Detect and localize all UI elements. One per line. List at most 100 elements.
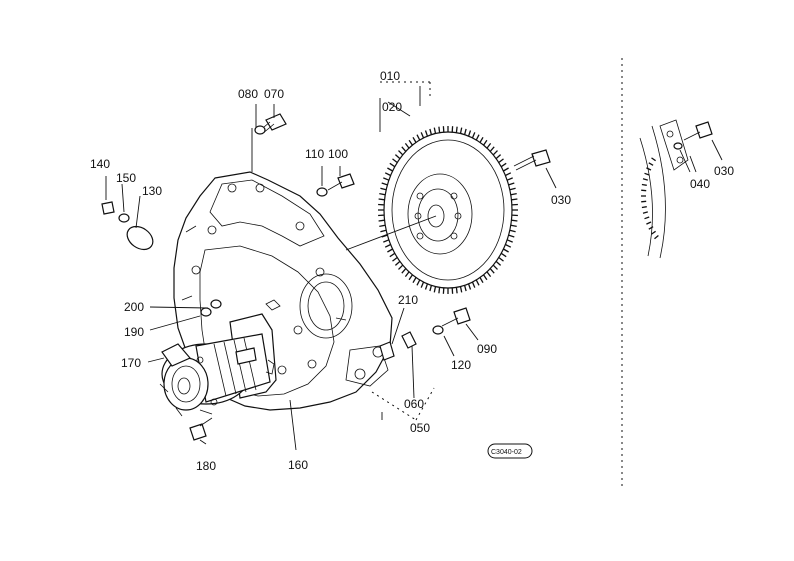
gear-tooth: [505, 243, 512, 248]
gear-tooth: [646, 221, 652, 225]
gear-tooth: [404, 143, 410, 149]
gear-tooth: [392, 158, 398, 164]
gear-tooth: [408, 274, 413, 281]
gear-tooth: [505, 172, 512, 177]
gear-tooth: [467, 130, 472, 137]
gear-tooth: [486, 143, 492, 149]
gear-tooth: [495, 260, 502, 266]
gear-tooth: [506, 239, 513, 243]
gear-tooth: [424, 283, 429, 290]
detail-view-ring-gear: [639, 119, 689, 259]
gear-tooth: [455, 287, 458, 294]
pin-210: [379, 341, 395, 361]
gear-tooth: [511, 219, 518, 222]
gear-tooth: [384, 172, 391, 177]
gear-tooth: [433, 127, 437, 134]
bolt-090: [441, 307, 471, 327]
label-040: 040: [690, 177, 710, 191]
gear-tooth: [479, 277, 484, 284]
nut-190: [200, 307, 212, 317]
gear-tooth: [412, 136, 417, 143]
gear-tooth: [471, 281, 476, 288]
label-080: 080: [238, 87, 258, 101]
label-150: 150: [116, 171, 136, 185]
label-190: 190: [124, 325, 144, 339]
gear-tooth: [489, 146, 495, 152]
gear-tooth: [641, 183, 647, 186]
label-210: 210: [398, 293, 418, 307]
gear-tooth: [416, 134, 421, 141]
gear-tooth: [483, 274, 488, 281]
gear-tooth: [500, 252, 507, 258]
washer-120: [432, 325, 444, 335]
label-200: 200: [124, 300, 144, 314]
drawing-code-badge: C3040-02: [487, 443, 533, 459]
label-130: 130: [142, 184, 162, 198]
gear-tooth: [510, 224, 517, 228]
gear-tooth: [467, 283, 472, 290]
gear-tooth: [378, 219, 385, 222]
gear-tooth: [503, 167, 509, 172]
gear-tooth: [380, 229, 387, 233]
bolt-180: [189, 417, 213, 441]
starter-motor: [159, 313, 277, 417]
label-110: 110: [305, 147, 324, 161]
gear-tooth: [429, 128, 433, 135]
washer-040-detail: [673, 142, 683, 150]
gear-tooth: [408, 139, 413, 146]
gear-tooth: [483, 139, 488, 146]
label-070: 070: [264, 87, 284, 101]
gear-tooth: [459, 127, 463, 134]
gear-tooth: [463, 285, 467, 292]
pin-060: [401, 331, 417, 349]
label-180: 180: [196, 459, 216, 473]
gear-tooth: [644, 172, 650, 176]
gear-tooth: [455, 126, 458, 133]
gear-tooth: [644, 216, 650, 220]
label-030: 030: [551, 193, 571, 207]
gear-tooth: [654, 234, 659, 240]
drawing-code: C3040-02: [491, 449, 522, 456]
gear-tooth: [641, 206, 647, 209]
gear-tooth: [498, 256, 504, 262]
bolt-030-detail: [683, 121, 713, 141]
gear-tooth: [398, 150, 404, 156]
gear-tooth: [438, 287, 441, 294]
gear-tooth: [389, 252, 396, 258]
gear-tooth: [379, 224, 386, 228]
gear-tooth: [412, 277, 417, 284]
gear-tooth: [378, 198, 385, 201]
gear-tooth: [509, 187, 516, 191]
label-160: 160: [288, 458, 308, 472]
label-090: 090: [477, 342, 497, 356]
gear-tooth: [459, 286, 463, 293]
gear-tooth: [486, 271, 492, 277]
bolt-030: [513, 149, 551, 171]
gear-tooth: [479, 136, 484, 143]
gear-tooth: [503, 248, 509, 253]
gear-tooth: [651, 230, 656, 235]
gear-tooth: [420, 132, 425, 139]
gear-tooth: [646, 167, 652, 171]
gear-tooth: [642, 211, 648, 214]
gear-tooth: [429, 285, 433, 292]
gear-tooth: [384, 243, 391, 248]
gear-tooth: [401, 146, 407, 152]
label-010: 010: [380, 69, 400, 83]
gear-tooth: [510, 192, 517, 196]
gear-tooth: [387, 167, 393, 172]
gear-tooth: [394, 260, 401, 266]
gear-tooth: [641, 200, 647, 203]
stud-160: [265, 299, 281, 311]
label-140: 140: [90, 157, 110, 171]
gear-tooth: [648, 162, 654, 166]
gear-tooth: [383, 177, 390, 181]
gear-tooth: [506, 177, 513, 181]
gear-tooth: [389, 162, 396, 168]
label-060: 060: [404, 397, 424, 411]
gear-tooth: [463, 128, 467, 135]
gear-tooth: [433, 286, 437, 293]
gear-tooth: [401, 268, 407, 274]
gear-tooth: [394, 154, 401, 160]
